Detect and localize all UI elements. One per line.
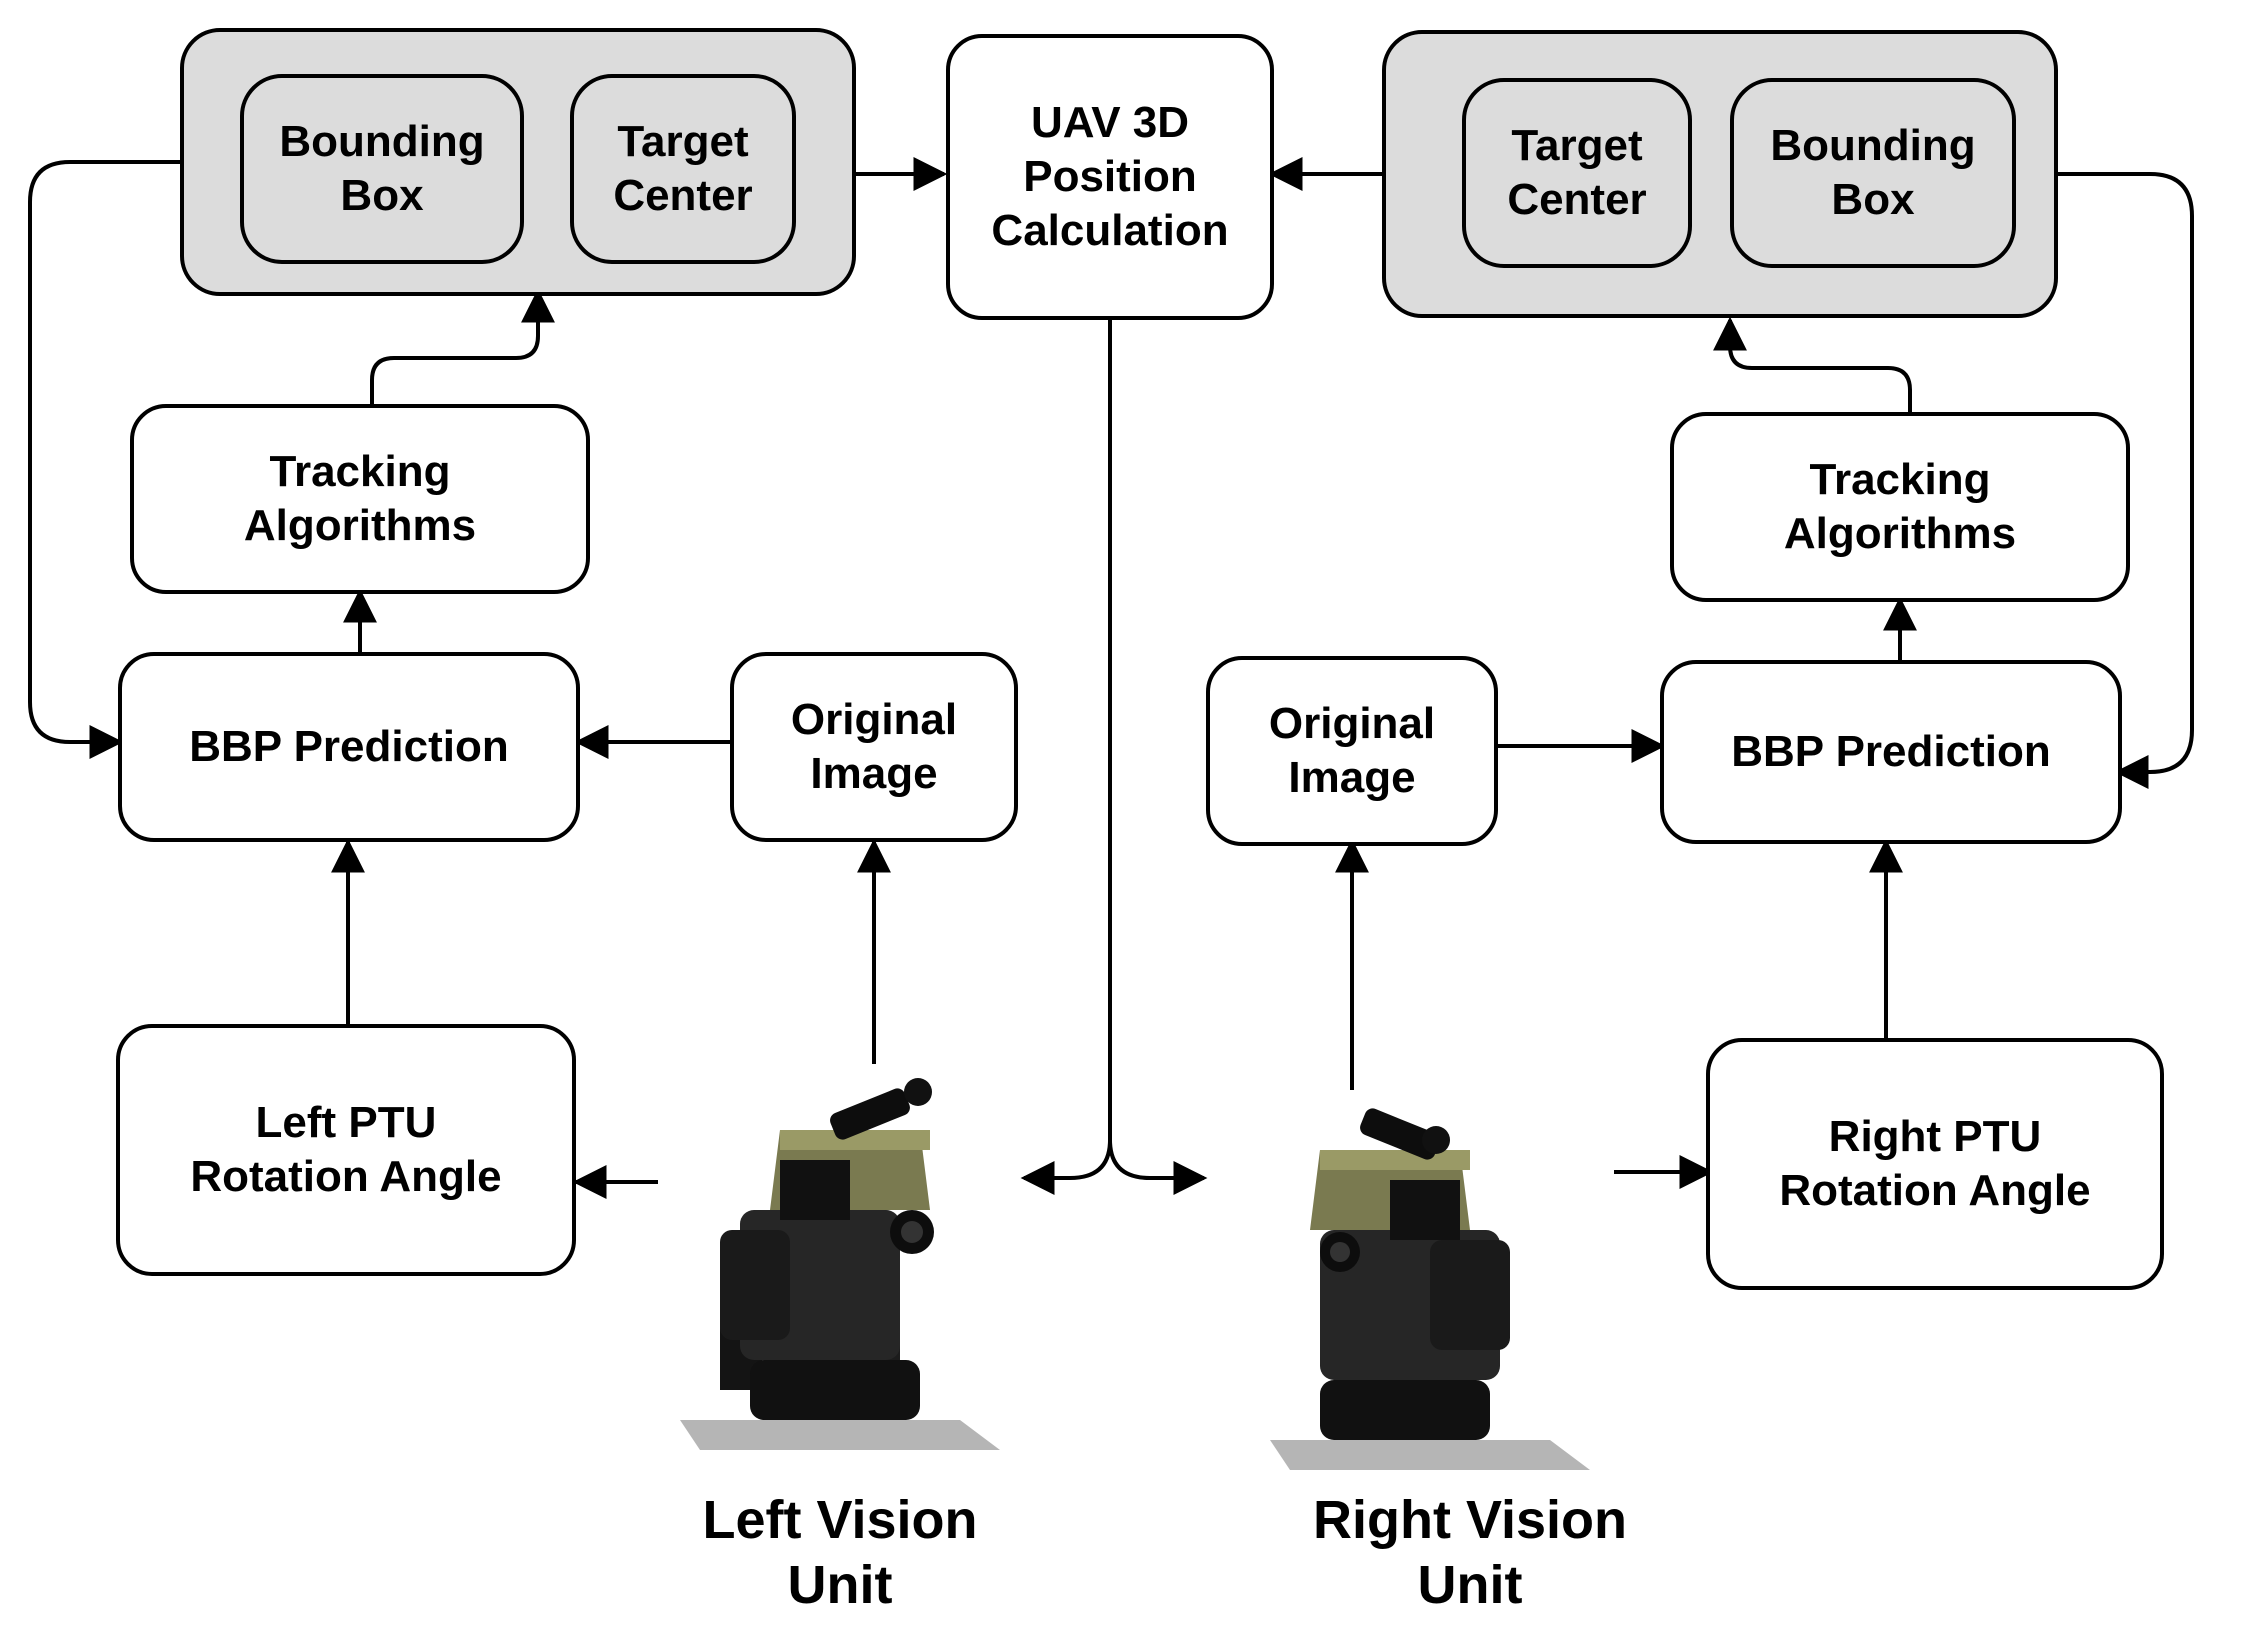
right-vision-unit-robot: [1270, 1108, 1590, 1470]
arrow-uav-to-right-robot: [1108, 1139, 1208, 1195]
left-vision-unit-caption: Left Vision Unit: [702, 1490, 978, 1615]
left-target-center-node: Target Center: [570, 74, 796, 264]
left-target-center-label: Target Center: [613, 117, 753, 220]
right-ptu-angle-label: Right PTU Rotation Angle: [1779, 1112, 2091, 1215]
right-bounding-box-node: Bounding Box: [1730, 78, 2016, 268]
left-bbp-label: BBP Prediction: [189, 722, 509, 772]
uav-position-node: UAV 3D Position Calculation: [946, 34, 1274, 320]
right-original-image-node: Original Image: [1206, 656, 1498, 846]
left-tracking-node: Tracking Algorithms: [130, 404, 590, 594]
right-target-center-label: Target Center: [1507, 121, 1647, 224]
right-tracking-node: Tracking Algorithms: [1670, 412, 2130, 602]
right-bounding-box-label: Bounding Box: [1770, 121, 1976, 224]
left-bounding-box-node: Bounding Box: [240, 74, 524, 264]
arrow-right-feedback-loop: [2056, 172, 2194, 789]
arrow-uav-to-left-robot: [1020, 320, 1112, 1195]
left-vision-unit-robot: [680, 1078, 1000, 1450]
left-bbp-node: BBP Prediction: [118, 652, 580, 842]
right-bbp-node: BBP Prediction: [1660, 660, 2122, 844]
right-original-image-label: Original Image: [1268, 699, 1436, 802]
left-bounding-box-label: Bounding Box: [279, 117, 485, 220]
left-ptu-angle-node: Left PTU Rotation Angle: [116, 1024, 576, 1276]
left-original-image-label: Original Image: [790, 695, 958, 798]
right-vision-unit-caption: Right Vision Unit: [1312, 1490, 1627, 1615]
arrow-left-feedback-loop: [28, 160, 182, 759]
right-bbp-label: BBP Prediction: [1731, 727, 2051, 777]
arrow-left-tracking-to-group: [370, 288, 555, 404]
left-tracking-label: Tracking Algorithms: [243, 447, 477, 550]
arrow-right-tracking-to-group: [1713, 316, 1912, 414]
left-original-image-node: Original Image: [730, 652, 1018, 842]
uav-position-label: UAV 3D Position Calculation: [991, 98, 1229, 255]
right-target-center-node: Target Center: [1462, 78, 1692, 268]
left-ptu-angle-label: Left PTU Rotation Angle: [190, 1098, 502, 1201]
right-tracking-label: Tracking Algorithms: [1783, 455, 2017, 558]
right-ptu-angle-node: Right PTU Rotation Angle: [1706, 1038, 2164, 1290]
